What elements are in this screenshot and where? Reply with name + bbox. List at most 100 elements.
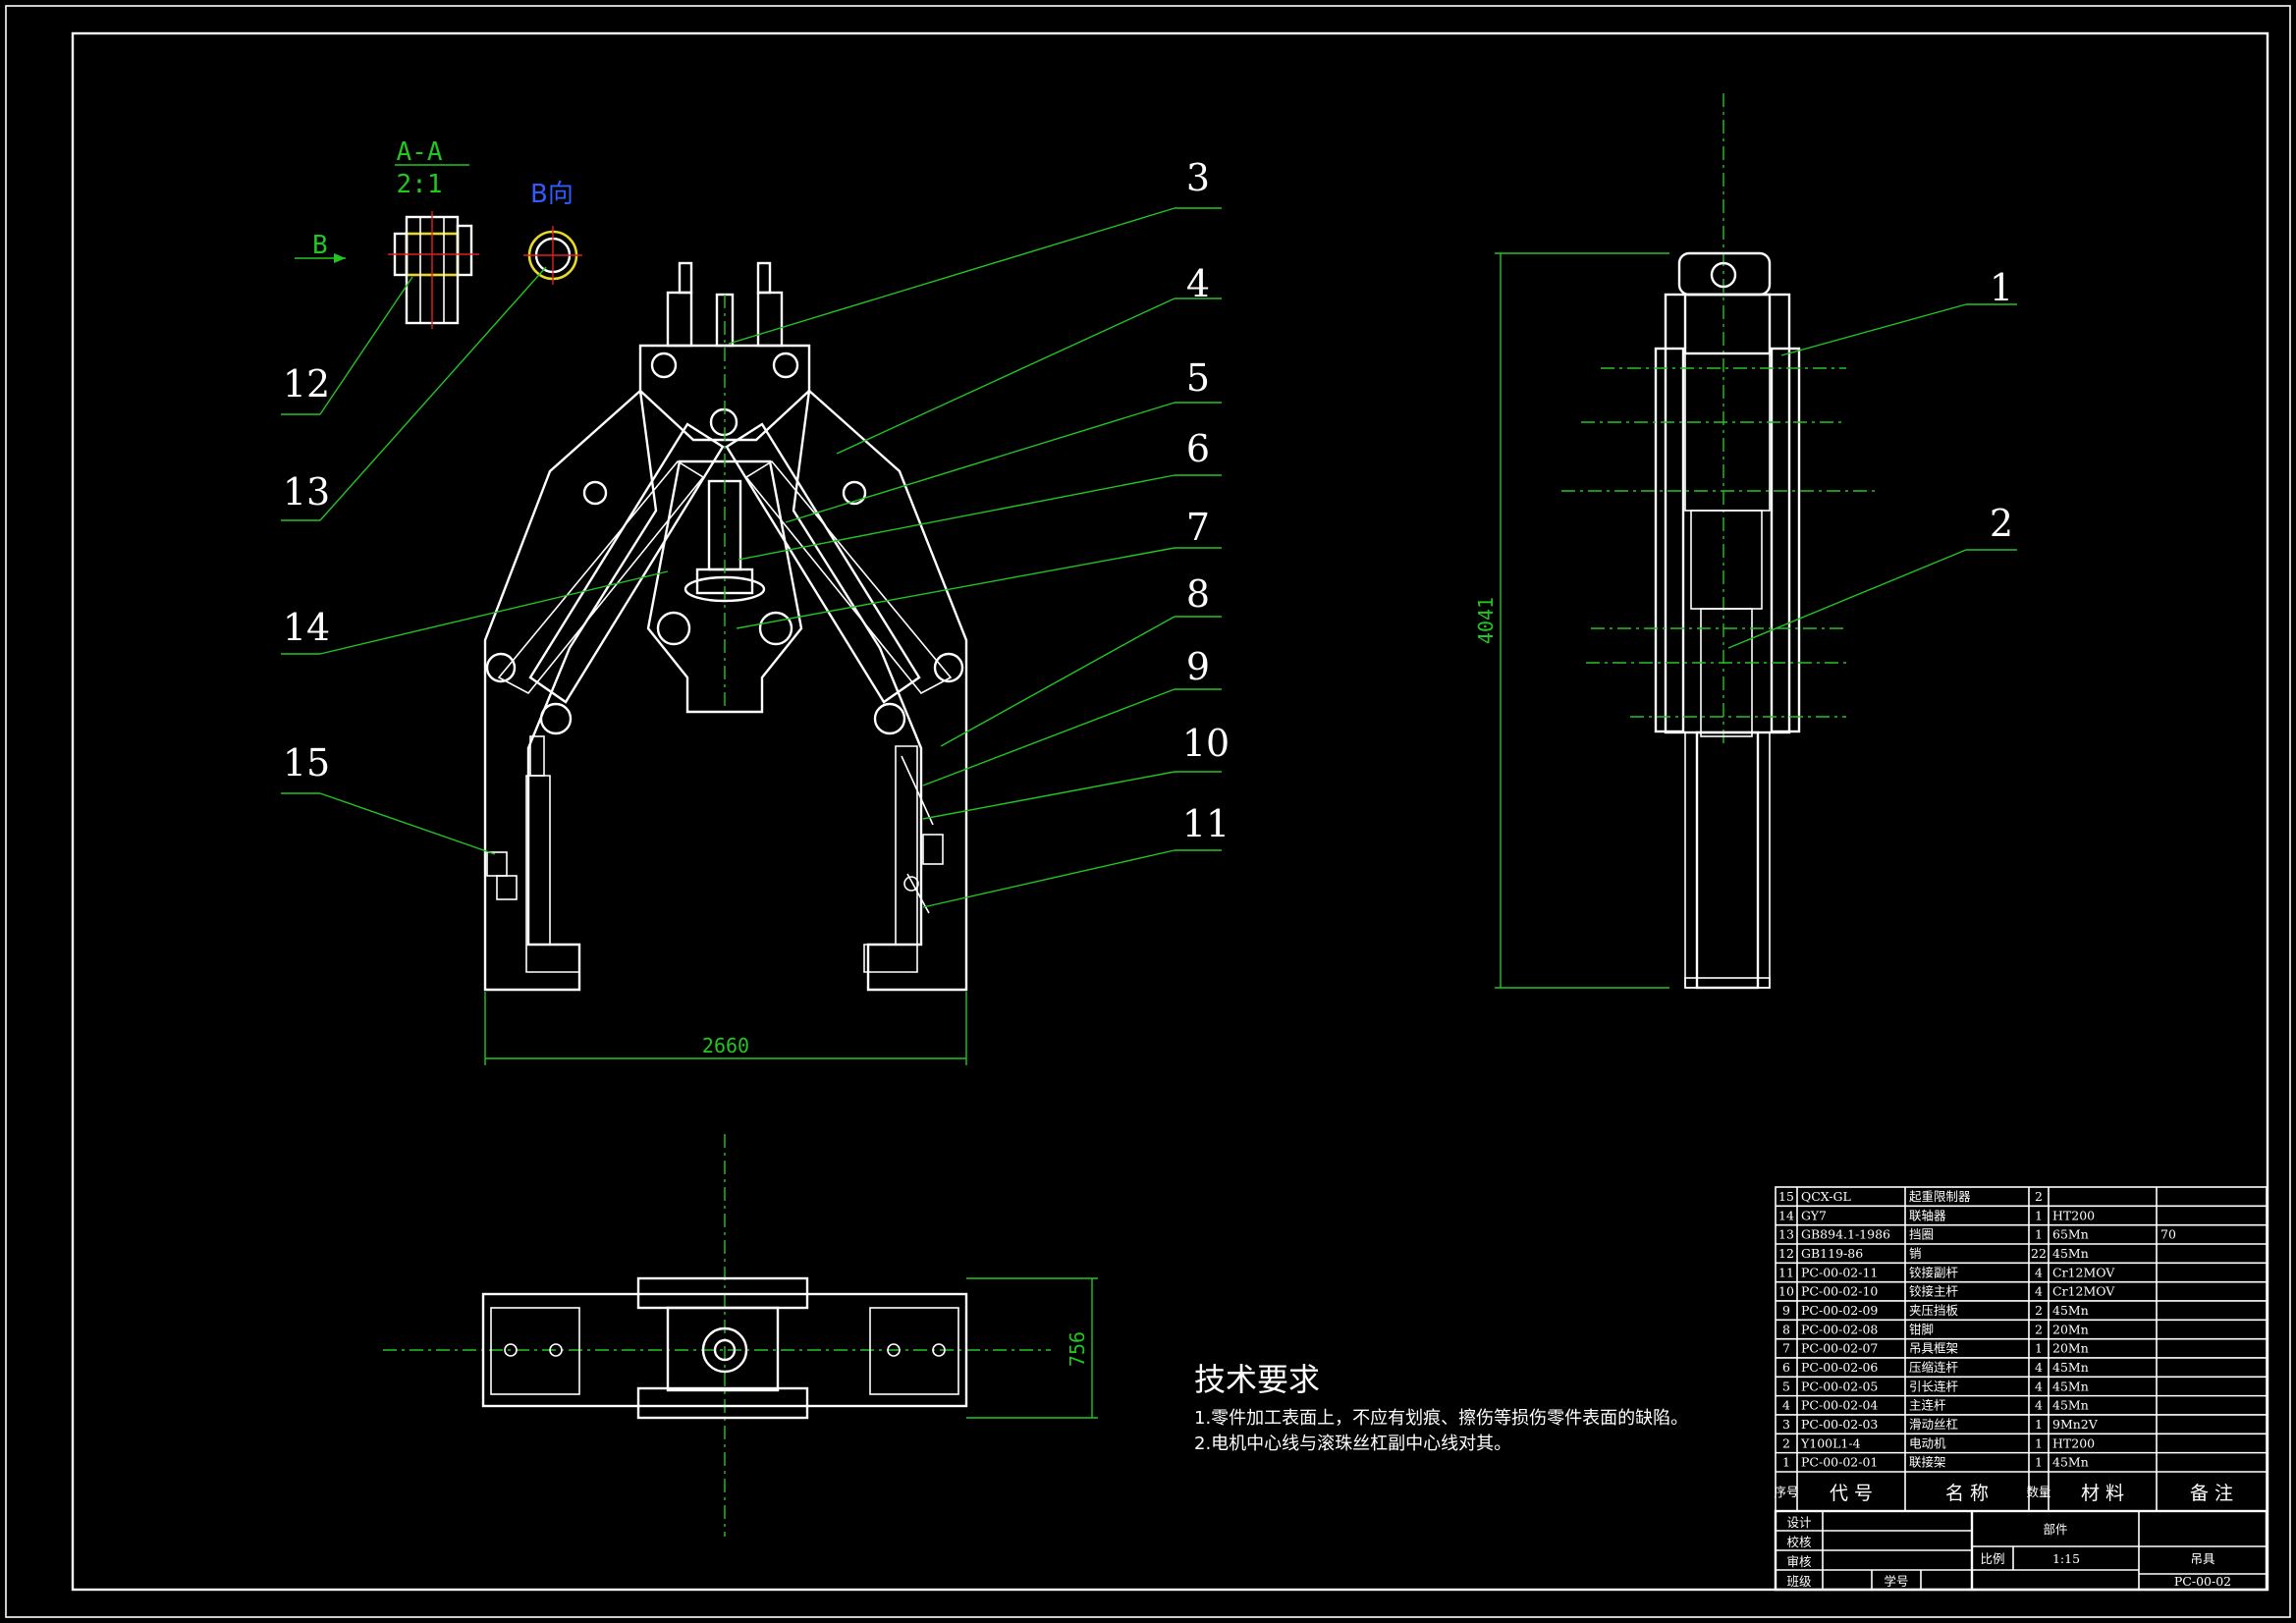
bom-header-name: 名 称	[1945, 1483, 1989, 1504]
top-view: 756	[383, 1134, 1098, 1537]
bom-cell-no: 2	[1782, 1435, 1790, 1450]
technical-requirements: 技术要求 1.零件加工表面上，不应有划痕、擦伤等损伤零件表面的缺陷。 2.电机中…	[1194, 1361, 1688, 1454]
view-b-label: B向	[530, 180, 574, 209]
bom-cell-qty: 1	[2035, 1455, 2043, 1470]
bom-cell-name: 起重限制器	[1909, 1189, 1971, 1204]
tb-drawing-name: 吊具	[2190, 1551, 2215, 1566]
bom-cell-qty: 4	[2035, 1379, 2043, 1393]
bom-cell-qty: 2	[2035, 1322, 2043, 1336]
tb-review: 审核	[1786, 1554, 1812, 1569]
bom-cell-name: 钳脚	[1909, 1322, 1934, 1336]
bom-cell-name: 吊具框架	[1909, 1341, 1958, 1356]
tb-drawing-no: PC-00-02	[2174, 1574, 2231, 1589]
bom-cell-material: Cr12MOV	[2052, 1265, 2115, 1279]
balloon-8: 8	[1186, 572, 1210, 616]
bom-cell-qty: 4	[2035, 1265, 2043, 1279]
bom-cell-qty: 1	[2035, 1435, 2043, 1450]
bom-cell-code: PC-00-02-08	[1801, 1322, 1878, 1336]
dim-width: 2660	[702, 1034, 749, 1057]
outer-border	[5, 5, 2291, 1618]
balloon-3: 3	[1186, 156, 1210, 199]
balloon-1: 1	[1990, 266, 2013, 309]
bom-header-no: 序号	[1774, 1485, 1798, 1499]
tb-part: 部件	[2043, 1522, 2067, 1537]
bom-cell-no: 15	[1778, 1189, 1794, 1204]
bom-cell-no: 12	[1778, 1246, 1794, 1261]
bom-cell-material: 20Mn	[2052, 1341, 2089, 1356]
bom-cell-code: GB119-86	[1801, 1246, 1863, 1261]
bom-cell-code: PC-00-02-10	[1801, 1284, 1878, 1299]
bom-cell-no: 11	[1778, 1265, 1794, 1279]
balloon-14: 14	[283, 606, 330, 649]
bom-cell-qty: 1	[2035, 1417, 2043, 1432]
bom-cell-name: 压缩连杆	[1909, 1360, 1959, 1375]
bom-cell-no: 7	[1782, 1341, 1790, 1356]
bom-cell-name: 滑动丝杠	[1909, 1417, 1958, 1432]
bom-cell-name: 联轴器	[1909, 1208, 1946, 1222]
balloon-10: 10	[1182, 722, 1230, 765]
requirement-2: 2.电机中心线与滚珠丝杠副中心线对其。	[1194, 1434, 1511, 1454]
bom-cell-material: 20Mn	[2052, 1322, 2089, 1336]
tb-check: 校核	[1786, 1535, 1812, 1549]
bom-cell-material: HT200	[2052, 1435, 2095, 1450]
bom-header-qty: 数量	[2026, 1485, 2050, 1499]
requirement-1: 1.零件加工表面上，不应有划痕、擦伤等损伤零件表面的缺陷。	[1194, 1408, 1688, 1429]
bom-cell-no: 5	[1782, 1379, 1790, 1393]
bom-cell-name: 主连杆	[1909, 1398, 1946, 1413]
bom-cell-material: 9Mn2V	[2052, 1417, 2099, 1432]
bom-cell-qty: 2	[2035, 1303, 2043, 1318]
bom-cell-no: 9	[1782, 1303, 1790, 1318]
balloon-4: 4	[1186, 262, 1210, 305]
bom-cell-no: 10	[1778, 1284, 1794, 1299]
bom-cell-code: PC-00-02-01	[1801, 1455, 1878, 1470]
bom-cell-material: 45Mn	[2052, 1398, 2089, 1413]
balloon-15: 15	[283, 741, 330, 784]
bom-cell-code: PC-00-02-05	[1801, 1379, 1878, 1393]
balloon-12: 12	[283, 362, 330, 406]
bom-header-note: 备 注	[2190, 1483, 2233, 1504]
bom-cell-name: 夹压挡板	[1909, 1303, 1959, 1318]
balloon-numbers: 1 2 3 4 5 6 7 8 9 10 11 12 13 14 15	[283, 156, 2013, 845]
tb-scale-value: 1:15	[2052, 1551, 2080, 1566]
bom-cell-code: PC-00-02-06	[1801, 1360, 1878, 1375]
leader-lines	[281, 207, 2017, 908]
view-arrow-label: B	[312, 231, 328, 260]
bom-cell-note: 70	[2160, 1227, 2176, 1242]
bom-cell-name: 联接架	[1909, 1455, 1946, 1470]
bom-header-material: 材 料	[2081, 1483, 2124, 1504]
bom-cell-code: QCX-GL	[1801, 1189, 1851, 1204]
drawing-frame	[71, 31, 2269, 1592]
bom-cell-qty: 1	[2035, 1227, 2043, 1242]
bom-cell-qty: 4	[2035, 1398, 2043, 1413]
bom-cell-name: 销	[1909, 1246, 1922, 1261]
bom-cell-code: GB894.1-1986	[1801, 1227, 1890, 1242]
dim-depth: 756	[1066, 1331, 1089, 1367]
title-block: 设计 校核 审核 班级 学号 部件 比例 1:15 吊具 PC-00-02	[1774, 1509, 2269, 1592]
bom-cell-code: GY7	[1801, 1208, 1827, 1222]
section-label: A-A	[397, 137, 443, 167]
bom-cell-no: 3	[1782, 1417, 1790, 1432]
balloon-9: 9	[1186, 645, 1210, 688]
bom-cell-no: 1	[1782, 1455, 1790, 1470]
front-view: 2660	[483, 261, 968, 1065]
dim-height: 4041	[1474, 597, 1498, 644]
bom-cell-material: 45Mn	[2052, 1360, 2089, 1375]
tb-design: 设计	[1786, 1515, 1811, 1530]
balloon-11: 11	[1182, 802, 1230, 845]
bom-cell-code: Y100L1-4	[1800, 1435, 1861, 1450]
bom-cell-code: PC-00-02-03	[1801, 1417, 1878, 1432]
bom-cell-name: 引长连杆	[1909, 1379, 1959, 1393]
bom-cell-no: 14	[1778, 1208, 1794, 1222]
tb-student-no: 学号	[1884, 1574, 1908, 1589]
bom-cell-name: 铰接副杆	[1909, 1265, 1959, 1279]
balloon-7: 7	[1186, 506, 1210, 549]
balloon-5: 5	[1186, 356, 1210, 400]
bom-cell-name: 挡圈	[1909, 1227, 1934, 1242]
bom-cell-qty: 2	[2035, 1189, 2043, 1204]
side-view: 4041	[1474, 93, 1876, 990]
bom-cell-qty: 22	[2031, 1246, 2047, 1261]
tb-class: 班级	[1786, 1574, 1812, 1589]
bom-cell-qty: 4	[2035, 1284, 2043, 1299]
bom-cell-qty: 4	[2035, 1360, 2043, 1375]
